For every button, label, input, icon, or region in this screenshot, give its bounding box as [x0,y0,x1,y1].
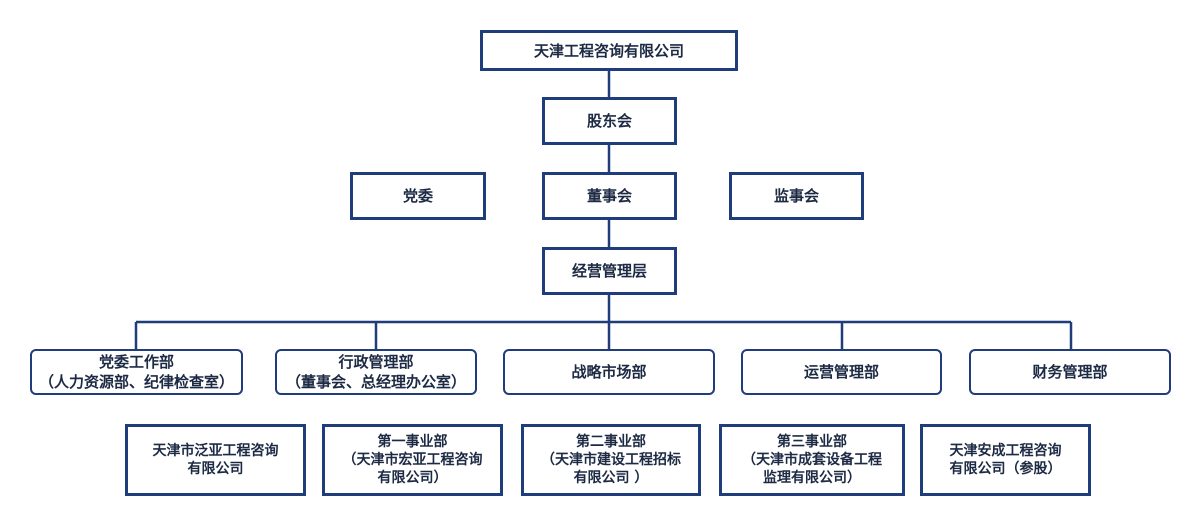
subsidiary-ancheng: 天津安成工程咨询 有限公司（参股） [920,424,1091,496]
dept-label: 运营管理部 [803,363,879,381]
board-box: 董事会 [542,172,677,220]
subsidiary-line: 有限公司 ） [573,470,649,486]
subsidiary-line: 有限公司） [377,470,448,486]
business-unit-1: 第一事业部 （天津市宏亚工程咨询 有限公司） [322,424,503,496]
subsidiary-line: 监理有限公司） [763,470,861,486]
dept-finance: 财务管理部 [969,349,1171,395]
subsidiary-line: （天津市成套设备工程 [742,452,882,468]
dept-sublabel: （董事会、总经理办公室） [285,373,466,391]
subsidiary-line: 第三事业部 [777,434,847,450]
subsidiary-line: 第二事业部 [576,434,646,450]
supervisors-box: 监事会 [729,172,864,220]
dept-admin: 行政管理部 （董事会、总经理办公室） [275,349,477,395]
subsidiary-line: 有限公司（参股） [949,461,1062,477]
company-box: 天津工程咨询有限公司 [480,30,738,71]
dept-sublabel: （人力资源部、纪律检查室） [38,373,234,391]
supervisors-label: 监事会 [773,187,819,205]
subsidiary-line: 有限公司 [187,461,244,477]
management-label: 经营管理层 [571,262,647,280]
dept-label: 党委工作部 [98,353,174,371]
party-committee-label: 党委 [402,187,433,205]
shareholders-label: 股东会 [586,112,632,130]
board-label: 董事会 [586,187,632,205]
management-box: 经营管理层 [542,247,677,295]
dept-label: 财务管理部 [1032,363,1108,381]
subsidiary-line: 第一事业部 [377,434,448,450]
party-committee-box: 党委 [350,172,486,220]
dept-label: 行政管理部 [338,353,414,371]
subsidiary-line: （天津市宏亚工程咨询 [342,452,483,468]
subsidiary-fanya: 天津市泛亚工程咨询 有限公司 [125,424,306,496]
subsidiary-line: （天津市建设工程招标 [541,452,681,468]
dept-operations: 运营管理部 [741,349,942,395]
shareholders-box: 股东会 [542,97,677,145]
dept-strategy-market: 战略市场部 [503,349,715,395]
dept-label: 战略市场部 [571,363,647,381]
dept-party-work: 党委工作部 （人力资源部、纪律检查室） [30,349,243,395]
business-unit-3: 第三事业部 （天津市成套设备工程 监理有限公司） [719,424,905,496]
company-label: 天津工程咨询有限公司 [533,41,684,60]
subsidiary-line: 天津市泛亚工程咨询 [152,443,279,459]
business-unit-2: 第二事业部 （天津市建设工程招标 有限公司 ） [521,424,701,496]
subsidiary-line: 天津安成工程咨询 [949,443,1062,459]
